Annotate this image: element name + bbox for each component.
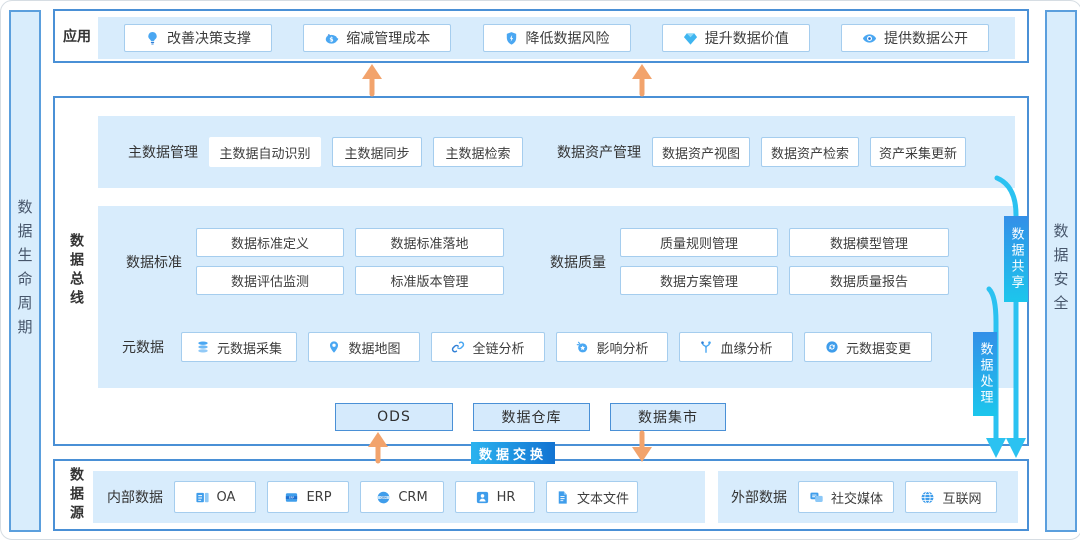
internal-data-label: 内部数据	[107, 490, 163, 506]
text-file-icon	[555, 490, 570, 505]
master-sync-button[interactable]: 主数据同步	[332, 137, 422, 167]
quality-plan-button[interactable]: 数据方案管理	[620, 266, 778, 295]
button-label: 降低数据风险	[525, 31, 610, 47]
full-chain-analysis-button[interactable]: 全链分析	[431, 332, 545, 362]
button-label: 缩减管理成本	[346, 31, 431, 47]
metadata-label: 元数据	[122, 340, 164, 356]
quality-label: 数据质量	[550, 254, 606, 271]
lifecycle-sidebar: 数据生命周期	[9, 10, 41, 532]
crm-button[interactable]: CRM CRM	[360, 481, 444, 513]
external-data-panel: 外部数据 社交媒体 互联网	[718, 471, 1018, 523]
button-label: 改善决策支撑	[167, 31, 251, 47]
master-data-label: 主数据管理	[128, 145, 198, 161]
shield-icon	[504, 31, 519, 46]
refresh-icon	[825, 340, 839, 354]
application-layer-label: 应用	[63, 29, 91, 45]
erp-icon: ERP	[284, 490, 299, 505]
hr-button[interactable]: HR	[455, 481, 535, 513]
open-data-button[interactable]: 提供数据公开	[841, 24, 989, 52]
standard-implement-button[interactable]: 数据标准落地	[355, 228, 504, 257]
lifecycle-label: 数据生命周期	[15, 199, 34, 343]
map-pin-icon	[327, 340, 341, 354]
reduce-cost-button[interactable]: $ 缩减管理成本	[303, 24, 452, 52]
internet-button[interactable]: 互联网	[905, 481, 997, 513]
internal-data-panel: 内部数据 OA ERP ERP CRM CRM HR 文本文件	[93, 471, 705, 523]
crm-icon: CRM	[376, 490, 391, 505]
data-map-button[interactable]: 数据地图	[308, 332, 420, 362]
standards-group: 数据标准 数据标准定义 数据标准落地 数据评估监测 标准版本管理	[126, 228, 504, 295]
improve-decision-button[interactable]: 改善决策支撑	[124, 24, 272, 52]
oa-button[interactable]: OA	[174, 481, 256, 513]
master-auto-identify-button[interactable]: 主数据自动识别	[209, 137, 321, 167]
ods-box[interactable]: ODS	[335, 403, 453, 431]
governance-layer-label: 数据总线	[68, 233, 84, 309]
lineage-icon	[699, 340, 713, 354]
metadata-collect-button[interactable]: 元数据采集	[181, 332, 297, 362]
quality-rule-button[interactable]: 质量规则管理	[620, 228, 778, 257]
asset-collect-update-button[interactable]: 资产采集更新	[870, 137, 966, 167]
svg-text:$: $	[330, 36, 334, 43]
asset-view-button[interactable]: 数据资产视图	[652, 137, 750, 167]
asset-search-button[interactable]: 数据资产检索	[761, 137, 859, 167]
standard-define-button[interactable]: 数据标准定义	[196, 228, 344, 257]
standard-version-button[interactable]: 标准版本管理	[355, 266, 504, 295]
lower-risk-button[interactable]: 降低数据风险	[482, 24, 631, 52]
asset-mgmt-label: 数据资产管理	[557, 145, 641, 161]
data-warehouse-box[interactable]: 数据仓库	[473, 403, 590, 431]
data-process-badge: 数据处理	[973, 332, 997, 416]
application-layer: 应用 改善决策支撑 $ 缩减管理成本 降低数据风险 提升数据价值 提供数据公开	[53, 9, 1029, 63]
external-data-label: 外部数据	[731, 490, 787, 506]
data-model-button[interactable]: 数据模型管理	[789, 228, 949, 257]
security-sidebar: 数据安全	[1045, 10, 1077, 532]
svg-text:CRM: CRM	[381, 495, 388, 499]
quality-group: 数据质量 质量规则管理 数据模型管理 数据方案管理 数据质量报告	[550, 228, 949, 295]
data-mart-box[interactable]: 数据集市	[610, 403, 726, 431]
governance-layer: 数据总线 主数据管理 主数据自动识别 主数据同步 主数据检索 数据资产管理 数据…	[53, 96, 1029, 446]
impact-analysis-button[interactable]: 影响分析	[556, 332, 668, 362]
data-share-badge: 数据共享	[1004, 216, 1028, 302]
eye-icon	[862, 31, 877, 46]
lightbulb-icon	[145, 31, 160, 46]
piggy-bank-icon: $	[324, 31, 339, 46]
standards-label: 数据标准	[126, 254, 182, 271]
up-arrow-right	[632, 64, 652, 97]
button-label: 提供数据公开	[884, 31, 968, 47]
link-icon	[451, 340, 465, 354]
standard-evaluate-button[interactable]: 数据评估监测	[196, 266, 344, 295]
erp-button[interactable]: ERP ERP	[267, 481, 349, 513]
security-label: 数据安全	[1051, 223, 1070, 319]
button-label: 提升数据价值	[704, 31, 789, 47]
text-file-button[interactable]: 文本文件	[546, 481, 638, 513]
source-layer-label: 数据源	[68, 466, 84, 524]
hr-icon	[475, 490, 490, 505]
social-media-icon	[809, 490, 824, 505]
application-panel: 改善决策支撑 $ 缩减管理成本 降低数据风险 提升数据价值 提供数据公开	[98, 17, 1015, 59]
oa-icon	[195, 490, 210, 505]
source-layer: 数据源 内部数据 OA ERP ERP CRM CRM HR 文本文件	[53, 459, 1029, 531]
raise-value-button[interactable]: 提升数据价值	[661, 24, 810, 52]
impact-icon	[575, 340, 589, 354]
diamond-icon	[683, 31, 698, 46]
internet-icon	[920, 490, 935, 505]
master-asset-panel: 主数据管理 主数据自动识别 主数据同步 主数据检索 数据资产管理 数据资产视图 …	[98, 116, 1015, 188]
up-arrow-left	[362, 64, 382, 97]
lineage-analysis-button[interactable]: 血缘分析	[679, 332, 793, 362]
master-search-button[interactable]: 主数据检索	[433, 137, 523, 167]
metadata-group: 元数据 元数据采集 数据地图 全链分析 影响分析	[122, 332, 932, 362]
data-exchange-badge: 数据交换	[471, 442, 555, 464]
quality-report-button[interactable]: 数据质量报告	[789, 266, 949, 295]
social-media-button[interactable]: 社交媒体	[798, 481, 894, 513]
standards-quality-metadata-panel: 数据标准 数据标准定义 数据标准落地 数据评估监测 标准版本管理 数据质量 质量…	[98, 206, 1015, 388]
svg-text:ERP: ERP	[289, 495, 295, 499]
metadata-change-button[interactable]: 元数据变更	[804, 332, 932, 362]
database-icon	[196, 340, 210, 354]
